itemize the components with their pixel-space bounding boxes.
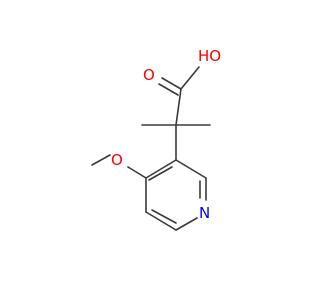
bond-ring-c3-c4-inner <box>148 166 173 181</box>
bond-c4-omethoxy <box>127 166 147 179</box>
bond-c-o-double-b <box>158 83 179 96</box>
bond-c-oh <box>180 66 200 90</box>
bond-ring-c5-c6-inner <box>151 209 177 224</box>
carbonyl-oxygen-label: O <box>143 66 155 84</box>
bond-cooh-cq <box>175 88 182 126</box>
bond-ring-c2-c3 <box>175 159 207 179</box>
bond-c-o-double-a <box>161 77 182 90</box>
bond-ring-c6-n <box>175 217 198 231</box>
pyridine-nitrogen-label: N <box>199 204 210 222</box>
bond-ring-c5-c6 <box>145 211 177 231</box>
bond-omethoxy-ch3 <box>91 154 111 166</box>
methoxy-oxygen-label: O <box>111 151 123 169</box>
bond-ring-c3-c4 <box>145 159 177 179</box>
hydroxyl-label: HO <box>198 47 221 65</box>
chemical-structure: HO O O N <box>91 47 221 231</box>
